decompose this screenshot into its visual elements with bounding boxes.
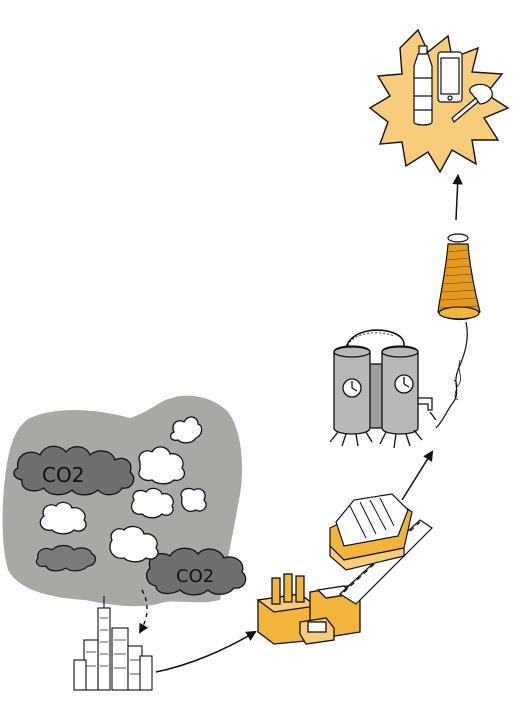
funnel-icon [451,83,493,123]
co2-label-bottom: CO2 [176,566,214,587]
white-cloud-1 [169,416,203,444]
bottle-icon [413,45,433,126]
co2-label-top: CO2 [42,463,84,487]
co2-cloud-bottom: CO2 [145,547,247,596]
yarn-spool-icon [437,233,481,321]
dark-cloud-small [35,544,97,572]
co2-cloud-top: CO2 [13,445,135,496]
phone-icon [437,51,463,103]
bioreactor-icon [329,329,437,449]
flow-arrow-3 [452,173,463,221]
white-cloud-2 [138,446,186,485]
white-cloud-5 [39,501,87,535]
white-clouds [39,416,207,563]
factory-icon [256,573,361,645]
conveyor-icon [329,493,433,605]
city-skyline-icon [73,596,153,691]
white-cloud-4 [180,487,207,512]
white-cloud-3 [130,487,174,519]
fiber-thread [435,321,468,429]
emission-arrow [139,589,149,634]
flow-arrow-1 [155,630,257,673]
flow-arrow-2 [401,450,434,501]
white-cloud-6 [109,525,159,563]
